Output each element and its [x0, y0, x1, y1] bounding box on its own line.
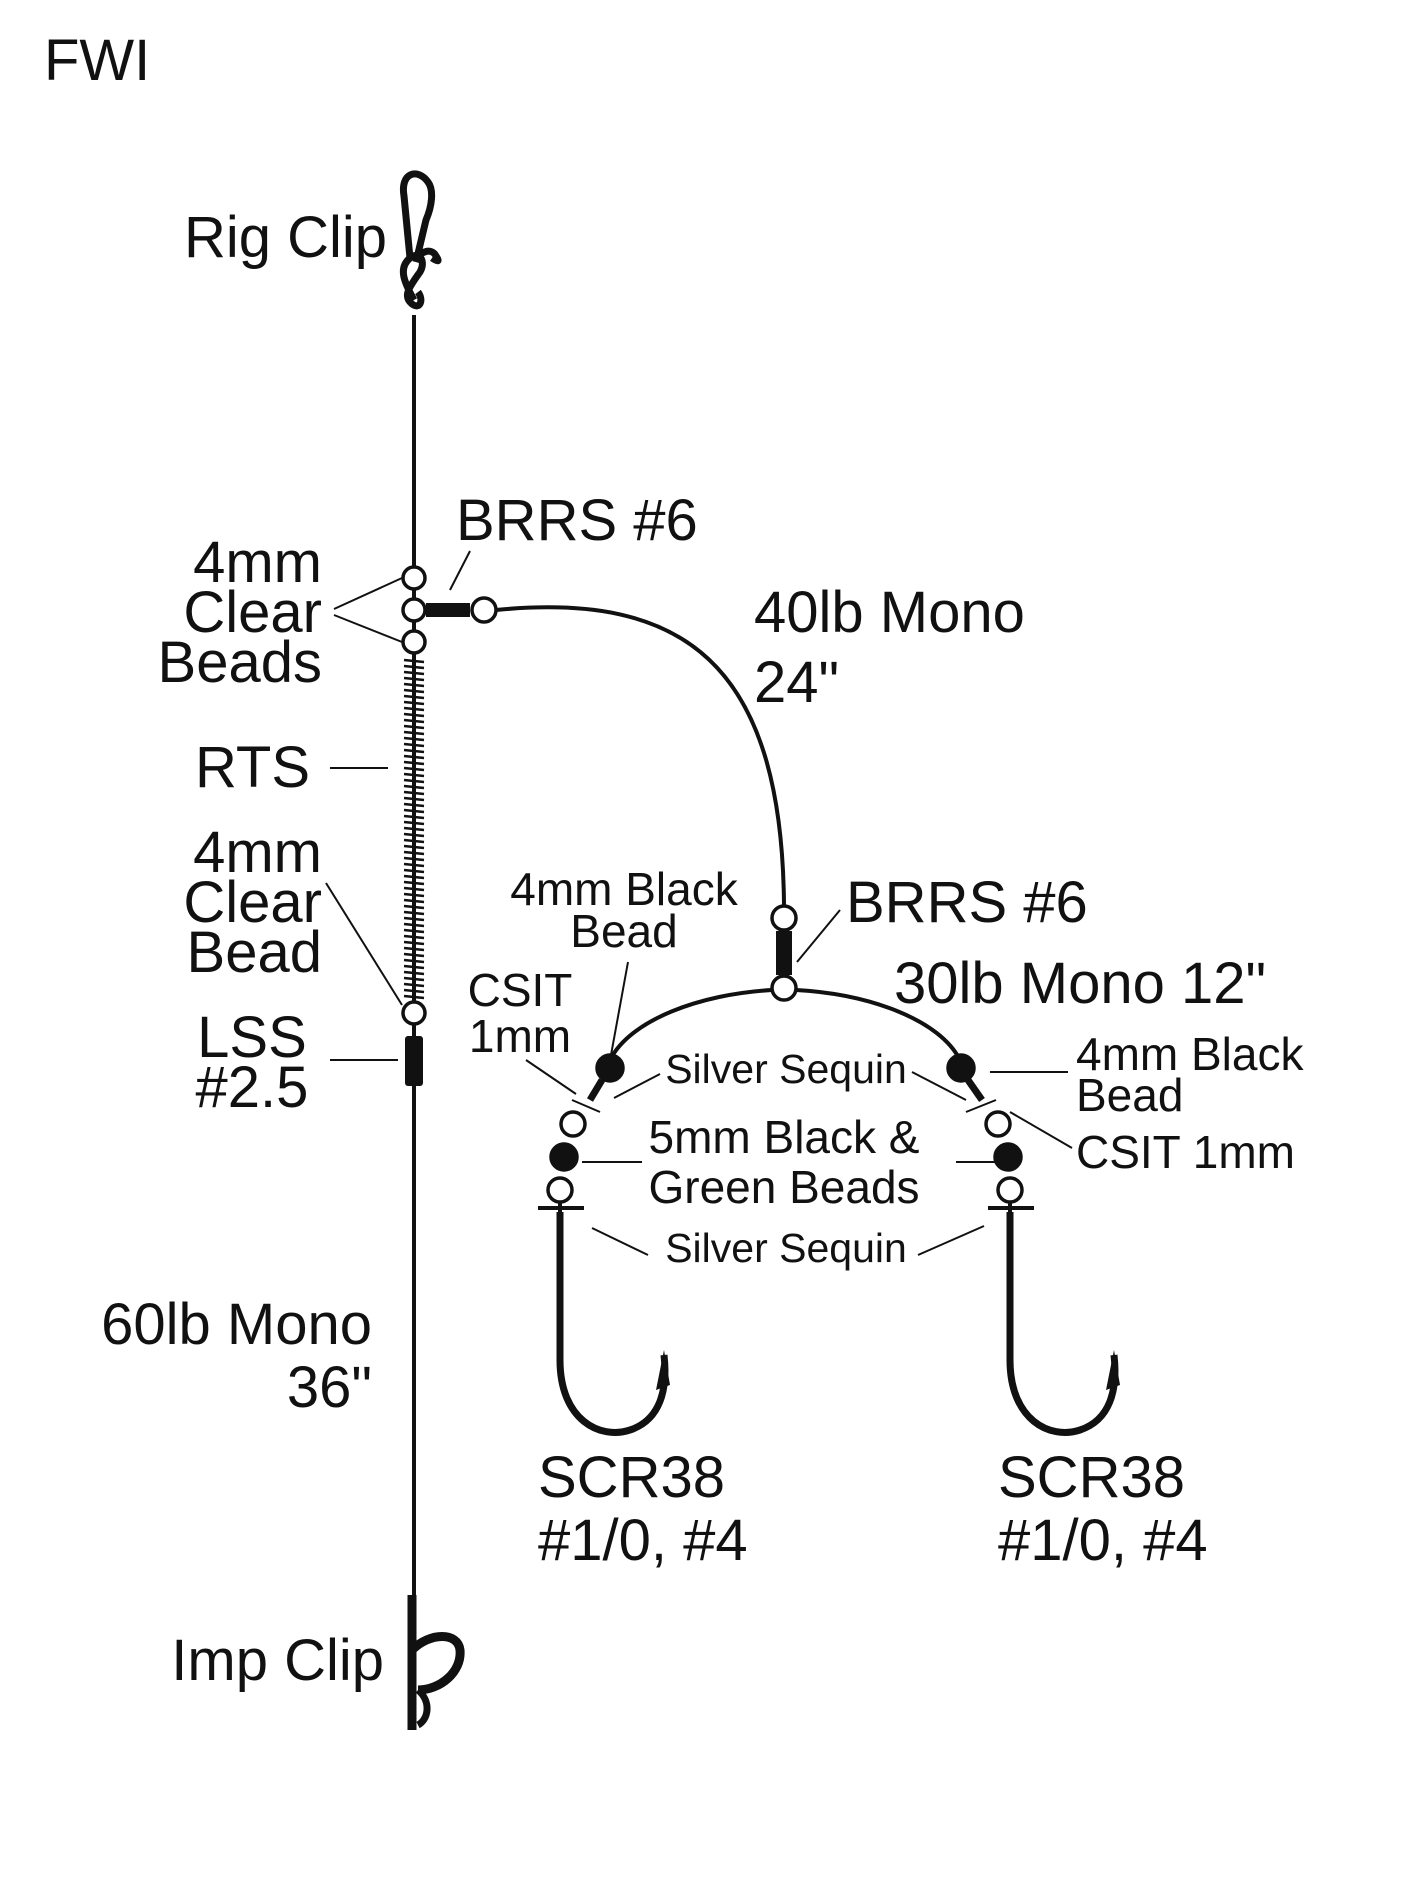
- rts-label: RTS: [195, 735, 310, 800]
- csit-left-label-2: 1mm: [469, 1010, 571, 1062]
- spring-icon: [403, 658, 425, 1000]
- imp-clip-icon: [407, 1595, 465, 1730]
- leader-lines: [325, 550, 1073, 1256]
- mono-30-arch: [608, 988, 773, 1061]
- diagram-title: FWI: [44, 28, 150, 93]
- clear-bead-label-1: 4mm: [193, 820, 322, 885]
- brrs-mid-lower-ring: [770, 974, 798, 1002]
- swivel-icon: [426, 596, 498, 624]
- clear-bead-label-3: Bead: [187, 920, 322, 985]
- left-snood: [538, 1053, 625, 1212]
- rig-clip-label: Rig Clip: [184, 205, 387, 270]
- hook-icon: [1006, 1212, 1120, 1436]
- hook-icon: [556, 1212, 670, 1436]
- black-green-beads-label-1: 5mm Black &: [649, 1111, 920, 1163]
- black-bead-left-label-1: 4mm Black: [510, 863, 738, 915]
- brrs-mid-upper-ring: [770, 904, 798, 932]
- hook-right-label-1: SCR38: [998, 1445, 1185, 1510]
- lss-label-1: LSS: [197, 1005, 307, 1070]
- lss-label-2: #2.5: [196, 1055, 309, 1120]
- clear-bead-lower: [401, 1000, 427, 1026]
- mono-30-label: 30lb Mono 12": [894, 951, 1266, 1016]
- clear-beads-label-3: Beads: [158, 630, 322, 695]
- mono-40-label-2: 24": [754, 650, 839, 715]
- csit-right-label: CSIT 1mm: [1076, 1126, 1295, 1178]
- black-bead-right-label-1: 4mm Black: [1076, 1028, 1304, 1080]
- clear-beads-label-2: Clear: [183, 580, 322, 645]
- mono-60-label-1: 60lb Mono: [101, 1292, 372, 1357]
- silver-sequin-bottom-label: Silver Sequin: [665, 1225, 907, 1271]
- mono-40-label-1: 40lb Mono: [754, 580, 1025, 645]
- sleeve-icon: [405, 1036, 423, 1086]
- brrs-top-label: BRRS #6: [456, 488, 698, 553]
- brrs-mid-body: [776, 931, 792, 975]
- imp-clip-label: Imp Clip: [171, 1628, 384, 1693]
- black-bead-right-label-2: Bead: [1076, 1069, 1183, 1121]
- black-green-beads-label-2: Green Beads: [648, 1161, 919, 1213]
- brrs-mid-label: BRRS #6: [846, 870, 1088, 935]
- hook-left-label-1: SCR38: [538, 1445, 725, 1510]
- clear-beads-label-1: 4mm: [193, 530, 322, 595]
- black-bead-left-label-2: Bead: [570, 905, 677, 957]
- hook-left-label-2: #1/0, #4: [538, 1508, 748, 1573]
- mono-60-label-2: 36": [287, 1355, 372, 1420]
- clear-bead-label-2: Clear: [183, 870, 322, 935]
- right-snood: [946, 1053, 1034, 1212]
- silver-sequin-top-label: Silver Sequin: [665, 1046, 907, 1092]
- csit-left-label-1: CSIT: [468, 964, 573, 1016]
- clear-beads-top: [401, 565, 427, 655]
- mono-40-line: [495, 605, 786, 906]
- rig-clip-icon: [399, 170, 442, 310]
- hook-right-label-2: #1/0, #4: [998, 1508, 1208, 1573]
